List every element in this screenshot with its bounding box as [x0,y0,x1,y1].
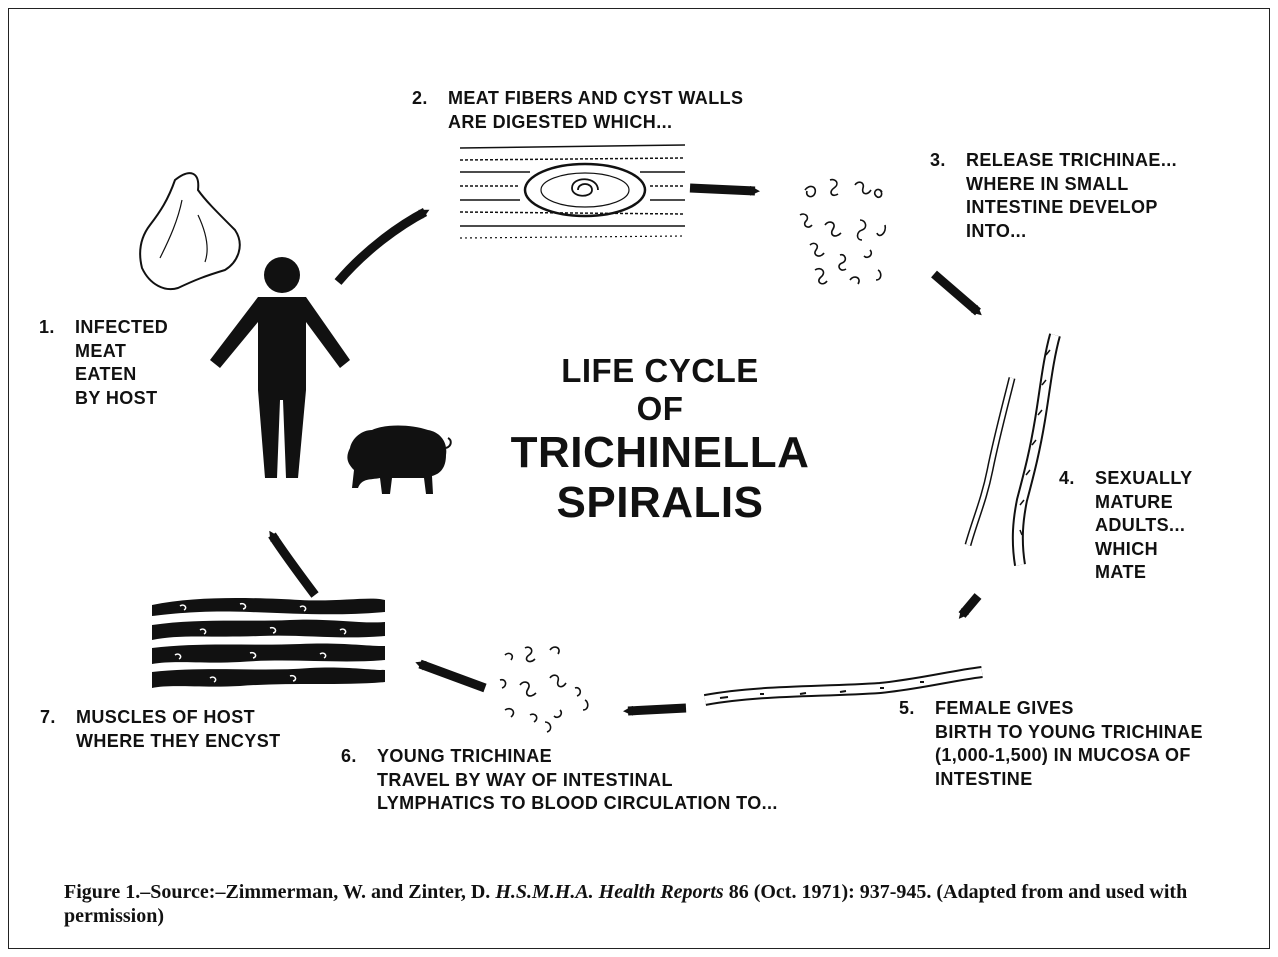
human-host-icon [210,257,350,478]
step-4-label: 4. SEXUALLY MATURE ADULTS... WHICH MATE [1095,467,1193,585]
step-5-line: BIRTH TO YOUNG TRICHINAE [935,721,1203,745]
step-7-line: WHERE THEY ENCYST [76,730,281,754]
step-6-number: 6. [341,745,357,769]
arrow-5-to-6 [628,708,686,711]
arrow-1-to-2 [338,212,425,282]
step-3-line: WHERE IN SMALL [966,173,1177,197]
arrow-3-to-4 [934,274,978,312]
adult-worms-icon [968,335,1055,565]
step-5-line: (1,000-1,500) IN MUCOSA OF [935,744,1203,768]
step-7-label: 7. MUSCLES OF HOST WHERE THEY ENCYST [76,706,281,753]
step-3-line: RELEASE TRICHINAE... [966,149,1177,173]
step-1-line: MEAT [75,340,168,364]
step-7-number: 7. [40,706,56,730]
young-trichinae-icon [500,647,588,732]
figure-caption: Figure 1.–Source:–Zimmerman, W. and Zint… [64,880,1224,928]
female-worm-icon [705,672,982,700]
caption-journal-name: Health Reports [599,881,724,903]
step-2-line: ARE DIGESTED WHICH... [448,111,743,135]
released-trichinae-icon [800,180,885,284]
arrow-7-to-1 [272,535,315,595]
title-line-2: OF [470,390,850,428]
step-6-line: YOUNG TRICHINAE [377,745,778,769]
step-3-number: 3. [930,149,946,173]
step-4-line: MATE [1095,561,1193,585]
title-line-1: LIFE CYCLE [470,352,850,390]
step-5-number: 5. [899,697,915,721]
diagram-title: LIFE CYCLE OF TRICHINELLA SPIRALIS [470,352,850,528]
step-5-line: INTESTINE [935,768,1203,792]
caption-journal-abbrev: H.S.M.H.A. [495,881,593,903]
step-5-line: FEMALE GIVES [935,697,1203,721]
arrow-4-to-5 [962,596,978,615]
muscle-cyst-icon [460,145,685,238]
step-4-line: SEXUALLY [1095,467,1193,491]
meat-chunk-icon [140,173,240,289]
step-1-number: 1. [39,316,55,340]
step-2-line: MEAT FIBERS AND CYST WALLS [448,87,743,111]
step-4-line: WHICH [1095,538,1193,562]
step-6-line: LYMPHATICS TO BLOOD CIRCULATION TO... [377,792,778,816]
step-5-label: 5. FEMALE GIVES BIRTH TO YOUNG TRICHINAE… [935,697,1203,791]
step-4-line: MATURE [1095,491,1193,515]
arrow-6-to-7 [420,664,485,688]
step-1-line: EATEN [75,363,168,387]
step-4-number: 4. [1059,467,1075,491]
step-1-line: BY HOST [75,387,168,411]
step-3-label: 3. RELEASE TRICHINAE... WHERE IN SMALL I… [966,149,1177,243]
step-1-label: 1. INFECTED MEAT EATEN BY HOST [75,316,168,410]
step-4-line: ADULTS... [1095,514,1193,538]
step-2-number: 2. [412,87,428,111]
title-line-4: SPIRALIS [470,478,850,528]
step-3-line: INTO... [966,220,1177,244]
step-2-label: 2. MEAT FIBERS AND CYST WALLS ARE DIGEST… [448,87,743,134]
encysted-muscle-icon [152,598,385,688]
pig-icon [347,426,450,495]
step-6-label: 6. YOUNG TRICHINAE TRAVEL BY WAY OF INTE… [377,745,778,816]
step-1-line: INFECTED [75,316,168,340]
arrow-2-to-3 [690,188,755,191]
step-3-line: INTESTINE DEVELOP [966,196,1177,220]
caption-prefix: Figure 1.–Source:–Zimmerman, W. and Zint… [64,881,495,903]
title-line-3: TRICHINELLA [470,428,850,478]
step-6-line: TRAVEL BY WAY OF INTESTINAL [377,769,778,793]
step-7-line: MUSCLES OF HOST [76,706,281,730]
